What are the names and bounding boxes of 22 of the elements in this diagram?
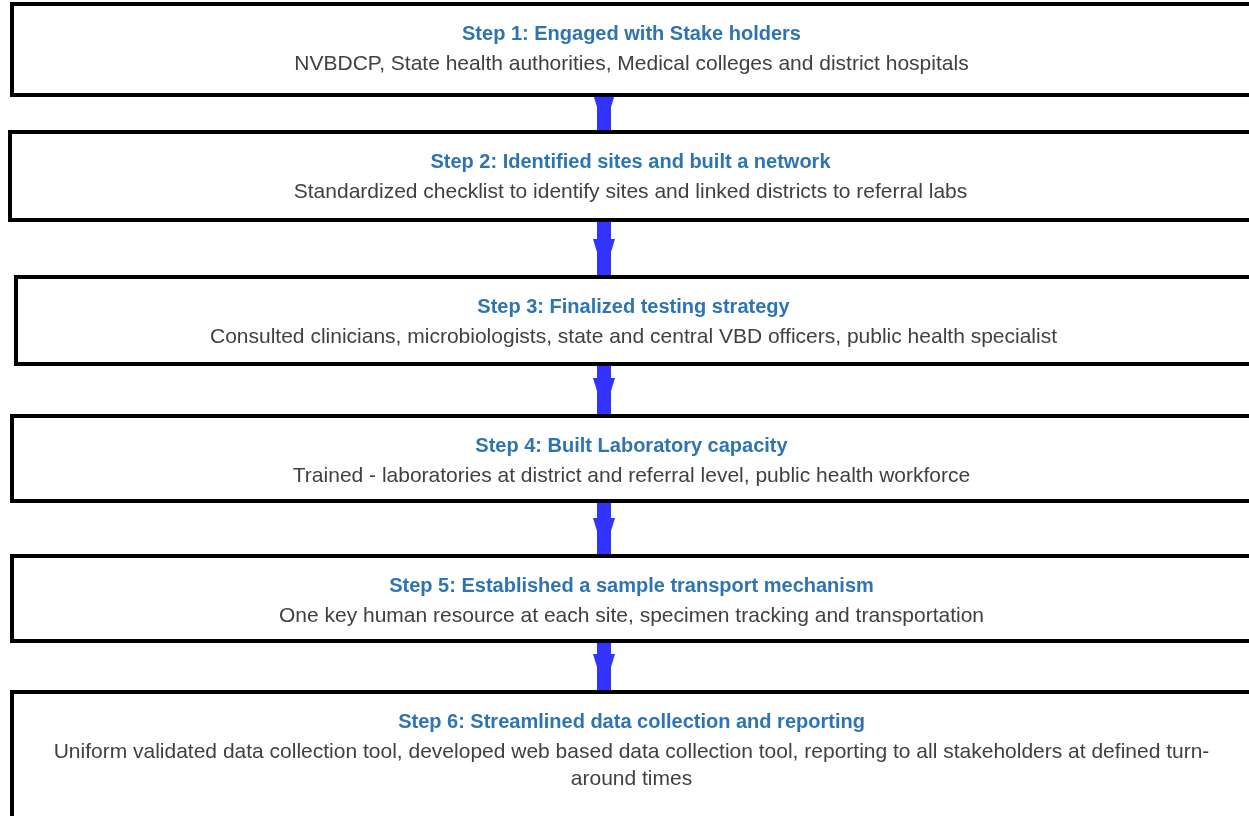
step-description: Consulted clinicians, microbiologists, state and central VBD officers, public health specialist [209, 323, 1058, 349]
step-box [10, 554, 1249, 643]
step-box [14, 275, 1249, 366]
step-heading: Step 1: Engaged with Stake holders [462, 22, 801, 45]
step-box [10, 414, 1249, 503]
step-box [10, 2, 1249, 97]
step-description: Uniform validated data collection tool, developed web based data collection tool, reporting to all stakeholders at defined turn-around times [52, 738, 1211, 792]
step-heading: Step 4: Built Laboratory capacity [475, 434, 788, 457]
step-description: NVBDCP, State health authorities, Medical colleges and district hospitals [293, 50, 970, 76]
step-box [8, 130, 1249, 222]
step-heading: Step 5: Established a sample transport mechanism [389, 574, 874, 597]
step-description: Standardized checklist to identify sites and linked districts to referral labs [292, 178, 969, 204]
step-heading: Step 2: Identified sites and built a network [430, 150, 831, 173]
down-arrow [593, 643, 615, 690]
step-heading: Step 6: Streamlined data collection and reporting [398, 710, 865, 733]
step-heading: Step 3: Finalized testing strategy [477, 295, 790, 318]
step-description: One key human resource at each site, specimen tracking and transportation [277, 602, 986, 628]
down-arrow [593, 366, 615, 414]
down-arrow [593, 503, 615, 554]
down-arrow [593, 222, 615, 275]
step-box [10, 690, 1249, 816]
step-description: Trained - laboratories at district and referral level, public health workforce [291, 462, 972, 488]
